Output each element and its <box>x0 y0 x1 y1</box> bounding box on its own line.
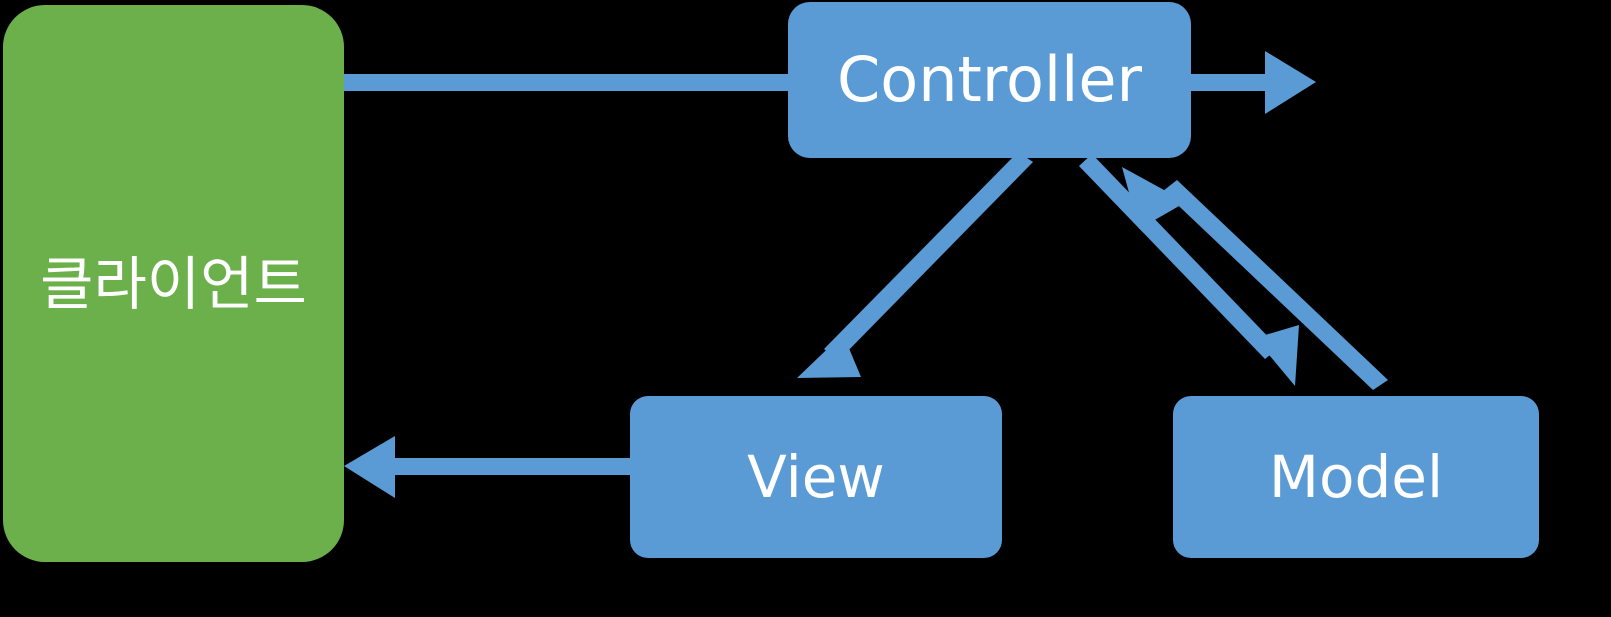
edge-controller-to-model <box>1079 154 1299 386</box>
node-model-label: Model <box>1268 443 1444 511</box>
node-client[interactable]: 클라이언트 <box>3 5 344 562</box>
node-client-label: 클라이언트 <box>40 249 307 318</box>
node-model[interactable]: Model <box>1173 396 1539 558</box>
node-view-label: View <box>747 443 885 511</box>
edge-model-to-controller <box>1122 167 1388 390</box>
edge-view-to-client <box>344 436 630 498</box>
node-controller-label: Controller <box>837 43 1142 116</box>
node-controller[interactable]: Controller <box>788 2 1191 158</box>
node-view[interactable]: View <box>630 396 1002 558</box>
edge-controller-to-view <box>797 152 1033 378</box>
